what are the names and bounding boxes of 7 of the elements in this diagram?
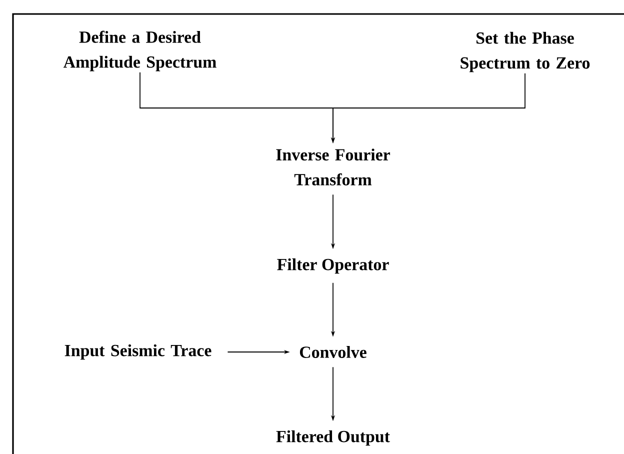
step-text: Filtered Output xyxy=(276,430,390,446)
step-text: Input Seismic Trace xyxy=(64,344,212,360)
step-text: Filter Operator xyxy=(277,258,389,274)
step-text: Inverse Fourier Transform xyxy=(276,148,390,186)
step-text: Set the Phase Spectrum to Zero xyxy=(460,32,590,72)
step-text: Define a Desired Amplitude Spectrum xyxy=(64,30,216,72)
step-text: Convolve xyxy=(300,346,366,358)
